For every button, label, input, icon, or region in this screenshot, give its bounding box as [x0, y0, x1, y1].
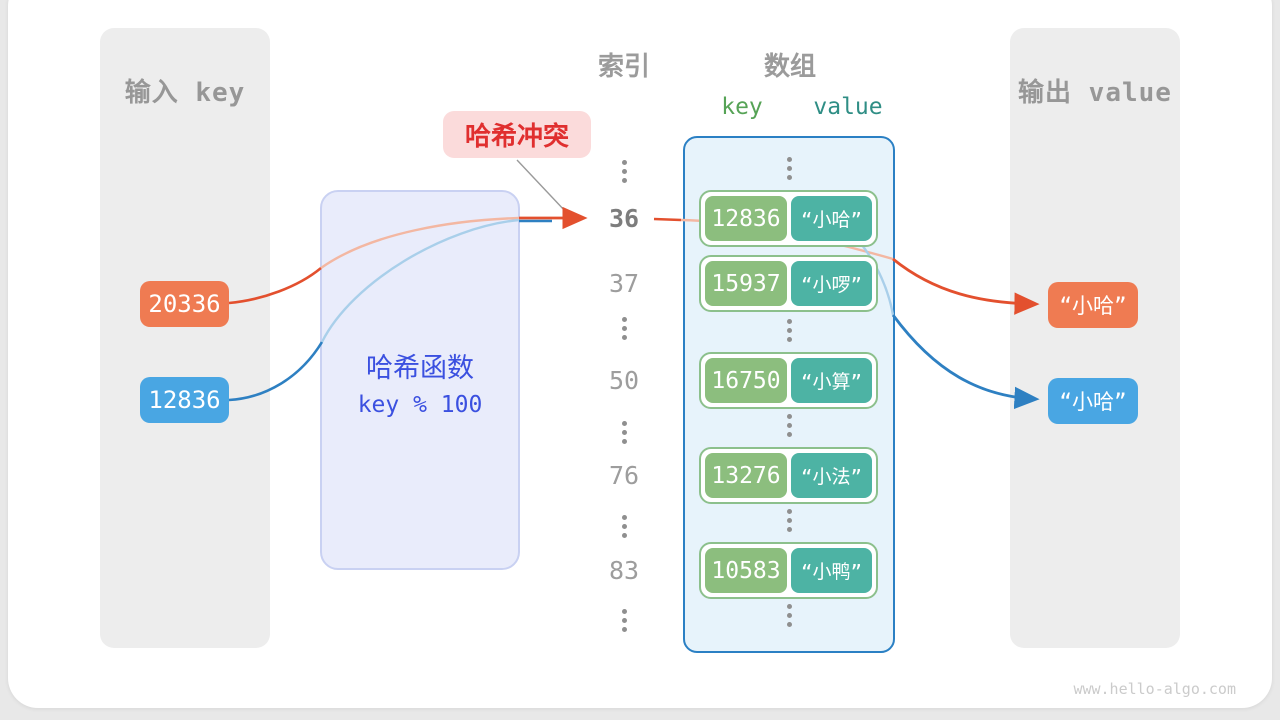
index-label-76: 76 — [608, 461, 640, 490]
key-header-label: key — [721, 94, 763, 120]
array-pair-row: 13276 “小法” — [699, 447, 878, 504]
ellipsis-dots-icon — [787, 414, 792, 419]
array-pair-row: 12836 “小哈” — [699, 190, 878, 247]
array-pair-row: 16750 “小算” — [699, 352, 878, 409]
pair-value: “小哈” — [791, 196, 872, 241]
pair-value: “小啰” — [791, 261, 872, 306]
output-value-panel: 输出 value — [1010, 28, 1180, 648]
pair-value: “小鸭” — [791, 548, 872, 593]
input-key-20336: 20336 — [140, 281, 229, 327]
pair-value: “小法” — [791, 453, 872, 498]
array-pair-row: 10583 “小鸭” — [699, 542, 878, 599]
output-value-orange: “小哈” — [1048, 282, 1138, 328]
pair-key: 13276 — [705, 453, 787, 498]
hash-function-formula: key % 100 — [357, 392, 483, 418]
array-pair-row: 15937 “小啰” — [699, 255, 878, 312]
index-label-36: 36 — [608, 204, 640, 233]
ellipsis-dots-icon — [622, 317, 627, 322]
pair-value: “小算” — [791, 358, 872, 403]
index-label-83: 83 — [608, 556, 640, 585]
ellipsis-dots-icon — [622, 160, 627, 165]
pair-key: 16750 — [705, 358, 787, 403]
pair-key: 12836 — [705, 196, 787, 241]
hash-collision-label: 哈希冲突 — [443, 111, 591, 158]
key-value-header: key value — [683, 94, 895, 120]
value-header-label: value — [813, 94, 883, 120]
index-column-header: 索引 — [597, 51, 650, 81]
index-label-50: 50 — [608, 366, 640, 395]
input-key-panel: 输入 key — [100, 28, 270, 648]
array-column-header: 数组 — [763, 51, 816, 81]
output-panel-title: 输出 value — [1018, 78, 1172, 108]
input-key-12836: 12836 — [140, 377, 229, 423]
ellipsis-dots-icon — [622, 609, 627, 614]
pair-key: 10583 — [705, 548, 787, 593]
ellipsis-dots-icon — [787, 157, 792, 162]
hash-function-title: 哈希函数 — [366, 353, 474, 383]
ellipsis-dots-icon — [787, 319, 792, 324]
pair-key: 15937 — [705, 261, 787, 306]
ellipsis-dots-icon — [787, 604, 792, 609]
ellipsis-dots-icon — [622, 515, 627, 520]
ellipsis-dots-icon — [787, 509, 792, 514]
watermark: www.hello-algo.com — [1073, 680, 1236, 698]
ellipsis-dots-icon — [622, 421, 627, 426]
output-value-blue: “小哈” — [1048, 378, 1138, 424]
index-label-37: 37 — [608, 269, 640, 298]
input-panel-title: 输入 key — [124, 78, 246, 108]
